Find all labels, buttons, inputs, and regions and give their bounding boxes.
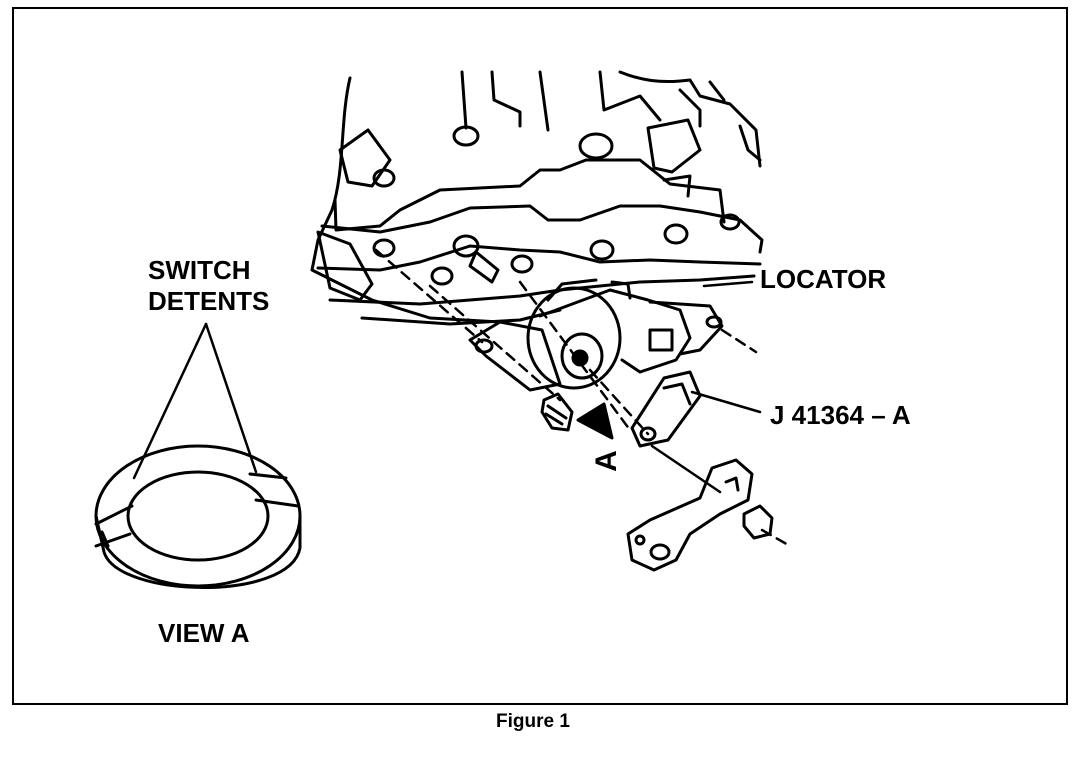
view-a-ring bbox=[94, 444, 302, 589]
figure-caption: Figure 1 bbox=[496, 711, 570, 732]
view-arrow-label: A bbox=[589, 450, 623, 472]
locator-label: LOCATOR bbox=[760, 264, 887, 294]
park-neutral-switch bbox=[468, 278, 724, 392]
figure-frame bbox=[12, 7, 1068, 705]
sensor-plug bbox=[452, 234, 500, 284]
view-arrow bbox=[576, 402, 614, 440]
shift-lever bbox=[626, 458, 754, 572]
switch-label: SWITCH bbox=[148, 255, 251, 285]
tool-label: J 41364 – A bbox=[770, 400, 911, 430]
view-a-label: VIEW A bbox=[158, 618, 250, 648]
alignment-lines bbox=[374, 248, 792, 548]
bolt bbox=[540, 392, 574, 432]
tool-j41364a bbox=[630, 370, 702, 448]
transmission-case bbox=[310, 70, 764, 326]
leader-lines bbox=[132, 280, 754, 480]
detents-label: DETENTS bbox=[148, 286, 270, 316]
